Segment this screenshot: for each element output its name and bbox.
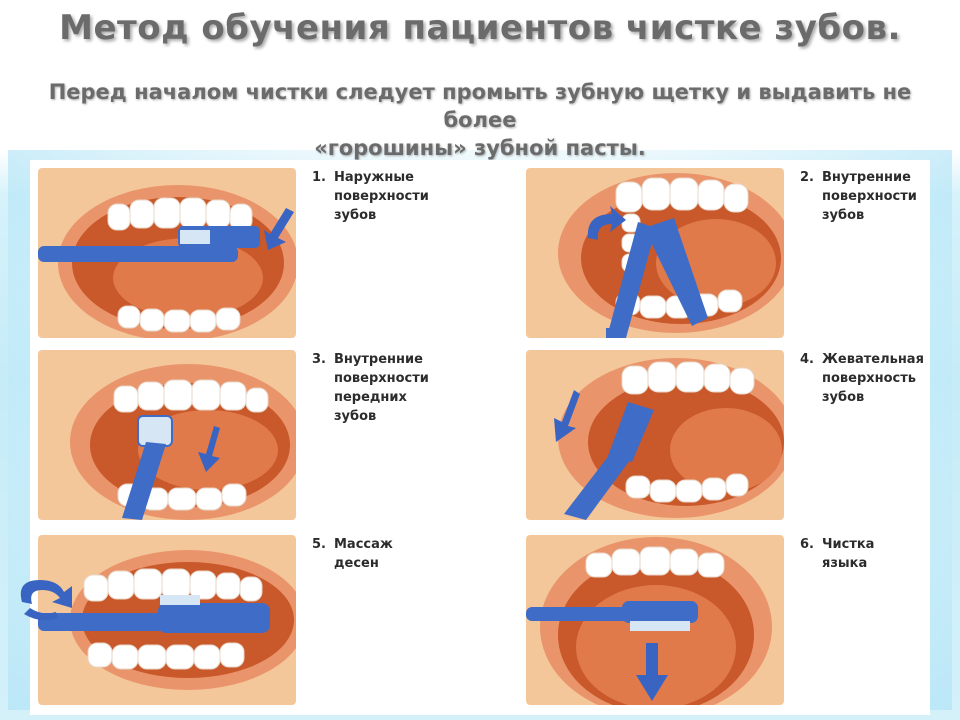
arrow-icon bbox=[198, 426, 220, 472]
step-5-label: 5.Массаж десен bbox=[312, 537, 393, 571]
page-subtitle: Перед началом чистки следует промыть зуб… bbox=[30, 78, 930, 162]
illustration-step-2 bbox=[526, 168, 784, 338]
illustration-step-5 bbox=[38, 535, 296, 705]
curved-arrow-icon bbox=[587, 206, 626, 240]
step-4-label: 4.Жевательная поверхность зубов bbox=[800, 352, 924, 405]
step-2-label: 2.Внутренние поверхности зубов bbox=[800, 170, 917, 223]
illustration-step-4 bbox=[526, 350, 784, 520]
step-3-label: 3.Внутренние поверхности передних зубов bbox=[312, 352, 429, 424]
toothbrush-icon bbox=[644, 218, 708, 326]
subtitle-line-1: Перед началом чистки следует промыть зуб… bbox=[48, 80, 912, 132]
arrow-icon bbox=[554, 390, 580, 442]
step-6-label: 6.Чистка языка bbox=[800, 537, 875, 571]
toothbrush-icon bbox=[38, 246, 238, 262]
toothbrush-icon bbox=[564, 454, 630, 520]
illustration-step-6 bbox=[526, 535, 784, 705]
arrow-icon bbox=[636, 643, 668, 701]
curved-arrow-icon bbox=[20, 580, 72, 621]
toothbrush-icon bbox=[526, 607, 646, 621]
page-title: Метод обучения пациентов чистке зубов. bbox=[59, 8, 901, 48]
toothbrush-icon bbox=[38, 613, 188, 631]
arrow-icon bbox=[264, 208, 294, 250]
step-1-label: 1.Наружные поверхности зубов bbox=[312, 170, 429, 223]
illustration-step-1 bbox=[38, 168, 296, 338]
illustration-step-3 bbox=[38, 350, 296, 520]
subtitle-line-2: «горошины» зубной пасты. bbox=[314, 136, 646, 160]
illustration-panel: 1.Наружные поверхности зубов bbox=[20, 160, 930, 715]
toothbrush-icon bbox=[122, 442, 166, 520]
